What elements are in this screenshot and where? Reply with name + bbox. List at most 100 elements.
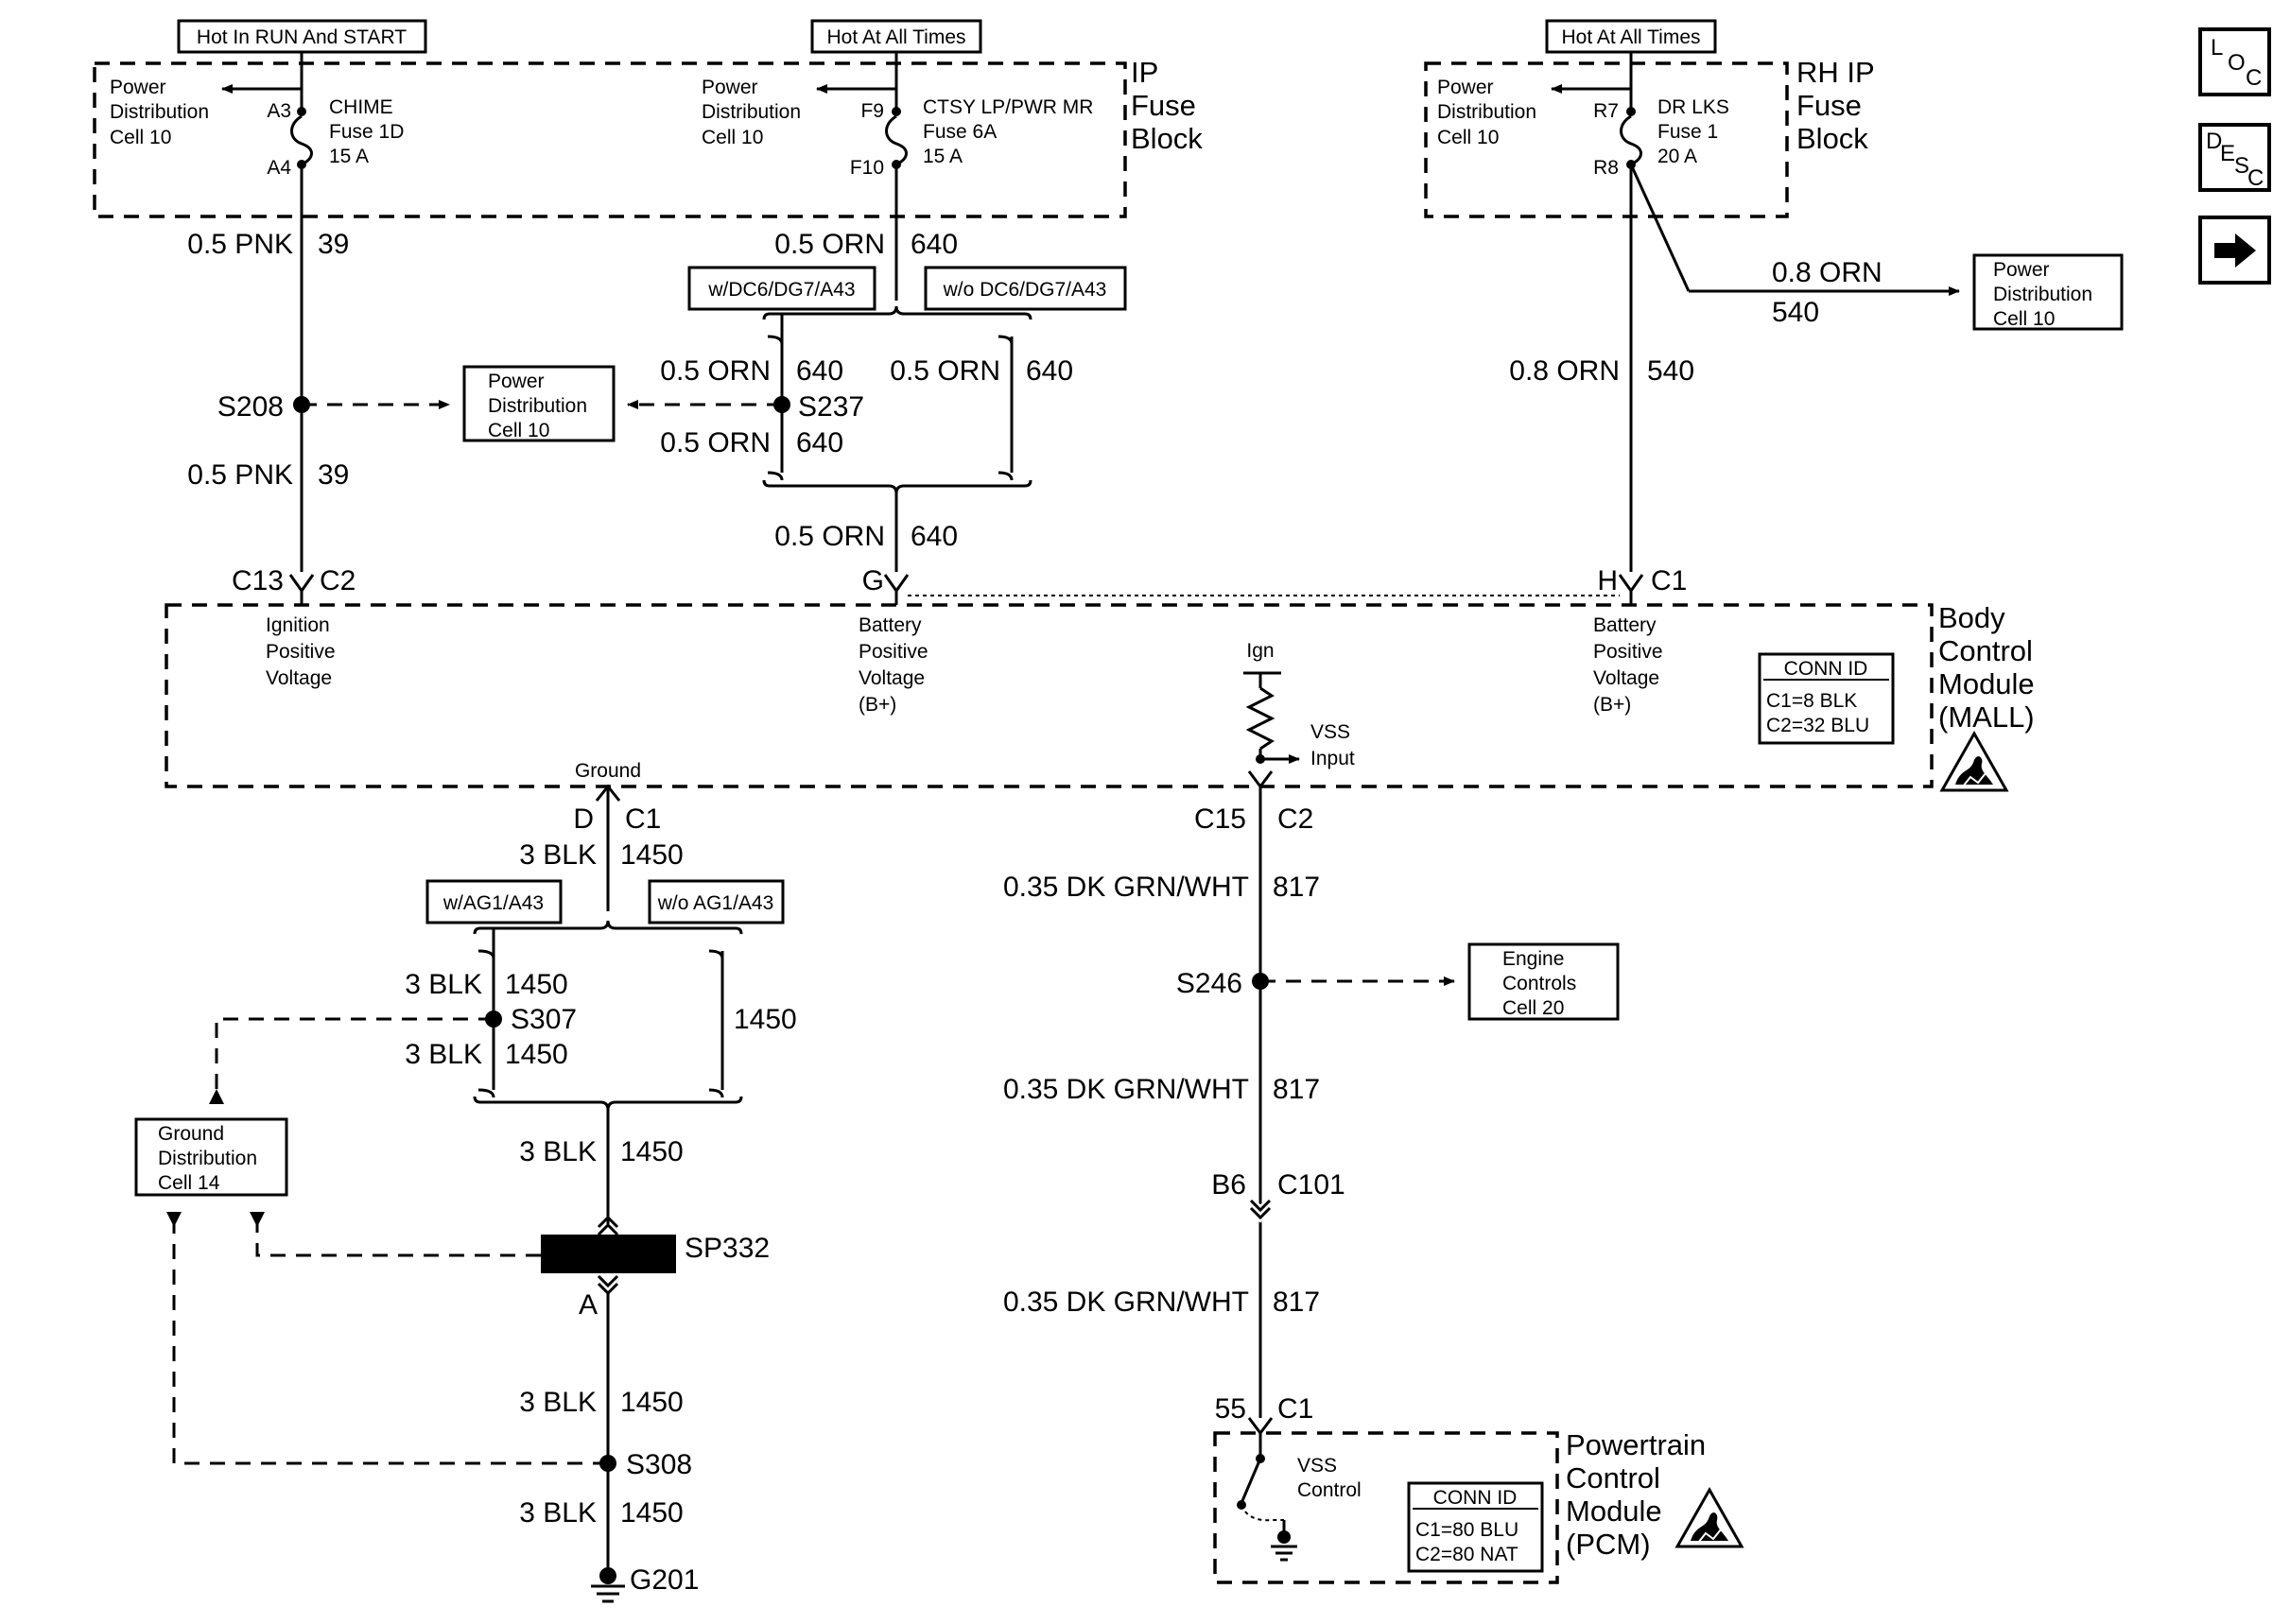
svg-text:1450: 1450 (734, 1004, 797, 1035)
svg-text:C13: C13 (232, 565, 284, 596)
svg-text:DR LKS: DR LKS (1657, 96, 1729, 118)
svg-text:Cell 10: Cell 10 (110, 127, 171, 148)
svg-text:Cell 20: Cell 20 (1502, 997, 1564, 1019)
ref-power-dist-s208[interactable]: Power Distribution Cell 10 (462, 365, 616, 442)
svg-text:640: 640 (911, 521, 958, 552)
pcm-connector-id: CONN ID C1=80 BLU C2=80 NAT (1407, 1481, 1544, 1573)
circuit-640: 0.5 ORN 640 w/DC6/DG7/A43 w/o DC6/DG7/A4… (627, 216, 1620, 605)
next-arrow-button[interactable] (2198, 216, 2271, 285)
svg-text:Voltage: Voltage (266, 667, 332, 689)
svg-text:3 BLK: 3 BLK (405, 1039, 482, 1070)
svg-text:55: 55 (1215, 1393, 1246, 1425)
svg-text:D: D (573, 803, 594, 835)
svg-text:3 BLK: 3 BLK (519, 1387, 597, 1418)
svg-text:CTSY LP/PWR MR: CTSY LP/PWR MR (923, 96, 1093, 118)
svg-text:Positive: Positive (266, 641, 336, 663)
svg-text:S246: S246 (1176, 968, 1242, 999)
svg-text:Distribution: Distribution (110, 101, 209, 123)
svg-text:Ign: Ign (1246, 640, 1274, 662)
svg-text:S208: S208 (217, 391, 284, 423)
esd-warning-icon (1940, 732, 2008, 792)
svg-text:15 A: 15 A (329, 146, 369, 167)
svg-text:Control: Control (1938, 634, 2033, 667)
svg-text:3 BLK: 3 BLK (405, 969, 482, 1000)
svg-text:Fuse: Fuse (1796, 89, 1862, 122)
svg-text:0.8 ORN: 0.8 ORN (1772, 257, 1883, 288)
option-with-ag1: w/AG1/A43 (425, 879, 563, 924)
svg-text:Positive: Positive (859, 641, 928, 663)
svg-text:0.8 ORN: 0.8 ORN (1509, 355, 1620, 387)
svg-text:F10: F10 (850, 157, 884, 179)
svg-text:C2=32 BLU: C2=32 BLU (1766, 715, 1869, 736)
circuit-540: 0.8 ORN 540 0.8 ORN 540 H C1 (1509, 164, 1960, 605)
circuit-1450: D C1 3 BLK 1450 w/AG1/A43 w/o AG1/A43 S3… (405, 784, 797, 1603)
svg-text:O: O (2228, 50, 2246, 76)
svg-text:817: 817 (1273, 872, 1320, 903)
svg-text:C2=80 NAT: C2=80 NAT (1415, 1544, 1518, 1565)
splice-pack-sp332 (541, 1235, 676, 1273)
arrow-right-icon (2214, 233, 2256, 268)
svg-text:0.5 PNK: 0.5 PNK (187, 229, 293, 260)
svg-text:VSS: VSS (1297, 1455, 1337, 1477)
svg-text:B6: B6 (1211, 1169, 1246, 1201)
svg-text:CONN ID: CONN ID (1784, 658, 1868, 680)
ref-engine-controls[interactable]: Engine Controls Cell 20 (1467, 942, 1620, 1021)
svg-text:C2: C2 (1277, 803, 1313, 835)
fuse-chime: A3 A4 CHIME Fuse 1D 15 A (221, 63, 404, 216)
svg-text:(MALL): (MALL) (1938, 700, 2035, 734)
bcm-battery-positive-label-h: Battery Positive Voltage (B+) (1593, 614, 1663, 716)
rh-ip-fuse-block-label: RH IP Fuse Block (1796, 56, 1875, 155)
svg-text:Power: Power (1993, 259, 2050, 281)
svg-text:Fuse 6A: Fuse 6A (923, 121, 997, 143)
svg-text:Power: Power (1437, 77, 1494, 98)
ip-fuse-block-label: IP Fuse Block (1131, 56, 1203, 155)
svg-text:C101: C101 (1277, 1169, 1345, 1201)
svg-text:1450: 1450 (620, 1387, 684, 1418)
svg-text:IP: IP (1131, 56, 1158, 89)
svg-text:0.5 ORN: 0.5 ORN (890, 355, 1000, 387)
option-without-ag1: w/o AG1/A43 (648, 879, 785, 924)
svg-text:A: A (579, 1289, 598, 1321)
svg-text:1450: 1450 (620, 1497, 684, 1529)
description-button[interactable]: D E S C (2198, 123, 2271, 192)
option-without-dc6: w/o DC6/DG7/A43 (924, 266, 1127, 311)
ref-power-dist-c: Power Distribution Cell 10 (1437, 77, 1536, 148)
fuse-dr-lks: R7 R8 DR LKS Fuse 1 20 A (1551, 63, 1729, 216)
svg-text:540: 540 (1647, 355, 1694, 387)
svg-text:Hot In RUN And START: Hot In RUN And START (197, 26, 407, 48)
svg-text:1450: 1450 (620, 1136, 684, 1167)
ground-dist-links (166, 1017, 608, 1465)
svg-text:w/DC6/DG7/A43: w/DC6/DG7/A43 (707, 279, 855, 301)
svg-text:1450: 1450 (505, 969, 568, 1000)
svg-text:C: C (2247, 165, 2264, 191)
svg-text:D: D (2206, 129, 2222, 154)
location-button[interactable]: L O C (2198, 27, 2271, 96)
ref-power-dist-540[interactable]: Power Distribution Cell 10 (1972, 253, 2124, 331)
svg-text:0.35 DK GRN/WHT: 0.35 DK GRN/WHT (1003, 872, 1249, 903)
svg-text:Engine: Engine (1502, 948, 1564, 970)
svg-text:3 BLK: 3 BLK (519, 1497, 597, 1529)
svg-text:Powertrain: Powertrain (1566, 1428, 1706, 1461)
svg-text:15 A: 15 A (923, 146, 963, 167)
svg-text:640: 640 (911, 229, 958, 260)
bcm-battery-positive-label-g: Battery Positive Voltage (B+) (859, 614, 928, 716)
svg-text:Power: Power (702, 77, 758, 98)
svg-text:Distribution: Distribution (702, 101, 801, 123)
svg-text:Fuse: Fuse (1131, 89, 1196, 122)
svg-text:817: 817 (1273, 1287, 1320, 1318)
bcm-connector-id: CONN ID C1=8 BLK C2=32 BLU (1758, 652, 1895, 745)
pcm-outline (1213, 1431, 1559, 1584)
svg-text:C: C (2246, 65, 2262, 91)
ref-ground-dist[interactable]: Ground Distribution Cell 14 (134, 1117, 288, 1197)
bcm-outline (165, 603, 1934, 788)
svg-text:Ignition: Ignition (266, 614, 330, 636)
svg-text:C15: C15 (1194, 803, 1246, 835)
svg-text:Hot At All Times: Hot At All Times (1561, 26, 1700, 48)
svg-text:Control: Control (1566, 1461, 1660, 1494)
svg-text:S237: S237 (798, 391, 864, 423)
svg-text:1450: 1450 (620, 839, 684, 871)
svg-text:Fuse 1D: Fuse 1D (329, 121, 404, 143)
header-chime: Hot In RUN And START (177, 19, 427, 54)
svg-text:Fuse 1: Fuse 1 (1657, 121, 1718, 143)
